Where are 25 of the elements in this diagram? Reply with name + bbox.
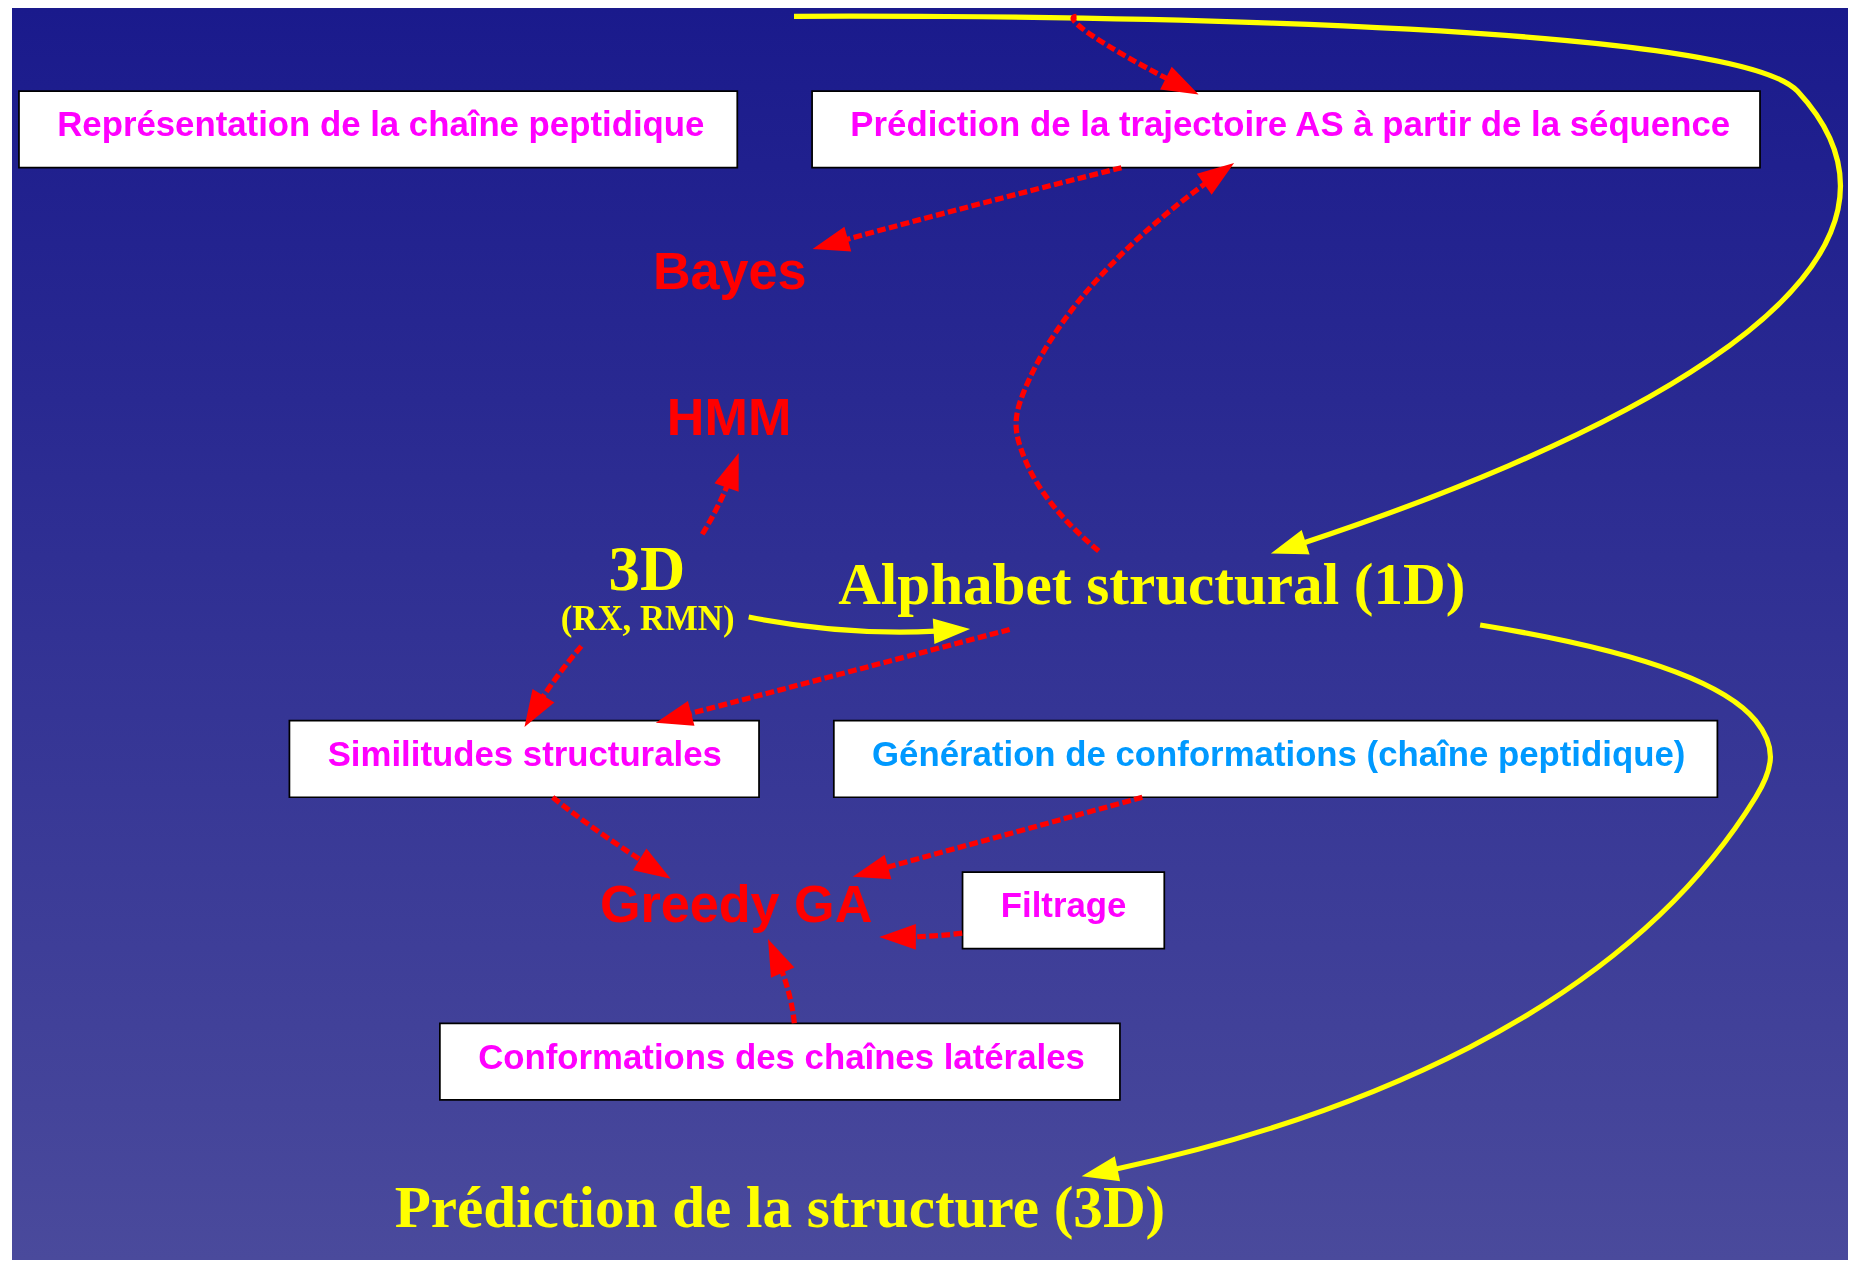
node-box: Similitudes structurales <box>288 719 760 799</box>
node-text: Prédiction de la structure (3D) <box>394 1174 1165 1241</box>
arrow <box>747 614 970 645</box>
node-text: Alphabet structural (1D) <box>837 550 1466 617</box>
arrow <box>878 924 962 950</box>
arrow <box>793 13 1842 555</box>
node-box: Conformations des chaînes latérales <box>438 1022 1121 1101</box>
arrow <box>655 627 1010 726</box>
arrow <box>1081 622 1773 1182</box>
node-box: Représentation de la chaîne peptidique <box>17 90 738 169</box>
node-text: HMM <box>666 388 791 447</box>
node-text: Greedy GA <box>599 874 872 933</box>
arrow <box>767 939 797 1024</box>
arrow <box>1013 163 1234 553</box>
node-text: Bayes <box>652 242 807 301</box>
arrow <box>852 794 1143 880</box>
arrow <box>699 452 739 536</box>
node-text: 3D (RX, RMN) <box>560 533 735 639</box>
node-box: Filtrage <box>961 871 1165 950</box>
arrow <box>812 165 1122 252</box>
arrow <box>550 795 671 879</box>
node-box: Génération de conformations (chaîne peptidique) <box>832 719 1718 799</box>
arrow <box>524 644 583 728</box>
node-box: Prédiction de la trajectoire AS à partir de la séquence <box>810 90 1761 169</box>
arrow <box>1070 13 1199 95</box>
